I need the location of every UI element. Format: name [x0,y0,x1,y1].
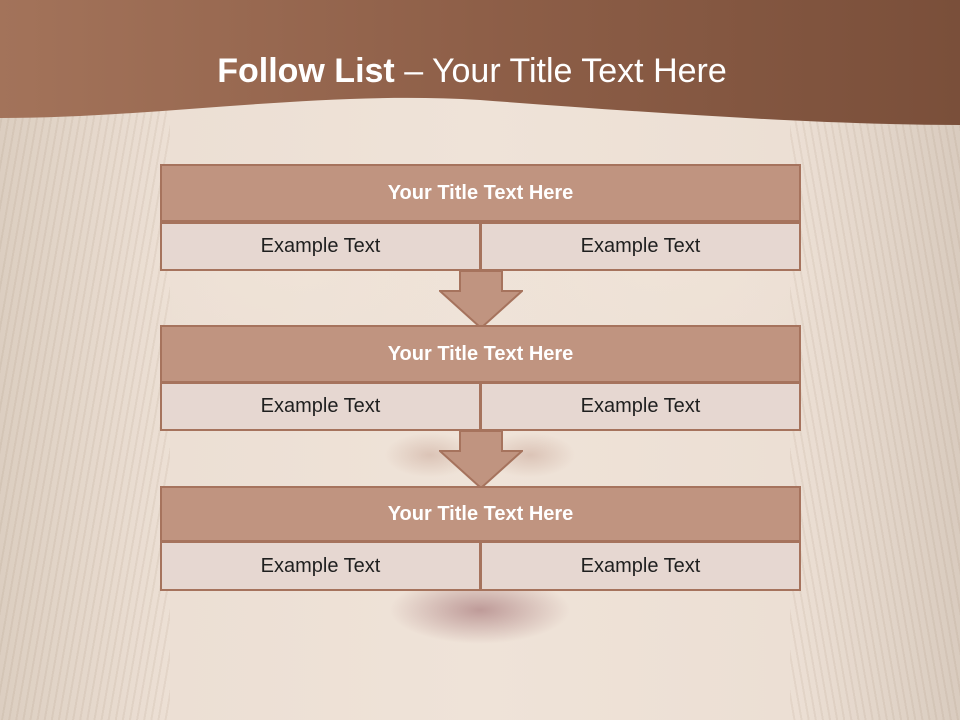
block-cell-right: Example Text [480,382,801,431]
header-band [0,0,960,125]
page-title: Follow List – Your Title Text Here [0,52,944,91]
block-cell-right: Example Text [480,541,801,591]
block-cell-right: Example Text [480,222,801,271]
block-cell-left: Example Text [160,541,481,591]
down-arrow-icon [439,271,523,329]
page-title-bold: Follow List [217,52,405,90]
down-arrow-icon [439,431,523,489]
hair-left-texture [0,0,170,720]
block-title: Your Title Text Here [160,164,801,222]
block-cell-left: Example Text [160,382,481,431]
block-cell-left: Example Text [160,222,481,271]
block-title: Your Title Text Here [160,486,801,542]
block-title: Your Title Text Here [160,325,801,383]
page-title-rest: – Your Title Text Here [404,52,727,90]
